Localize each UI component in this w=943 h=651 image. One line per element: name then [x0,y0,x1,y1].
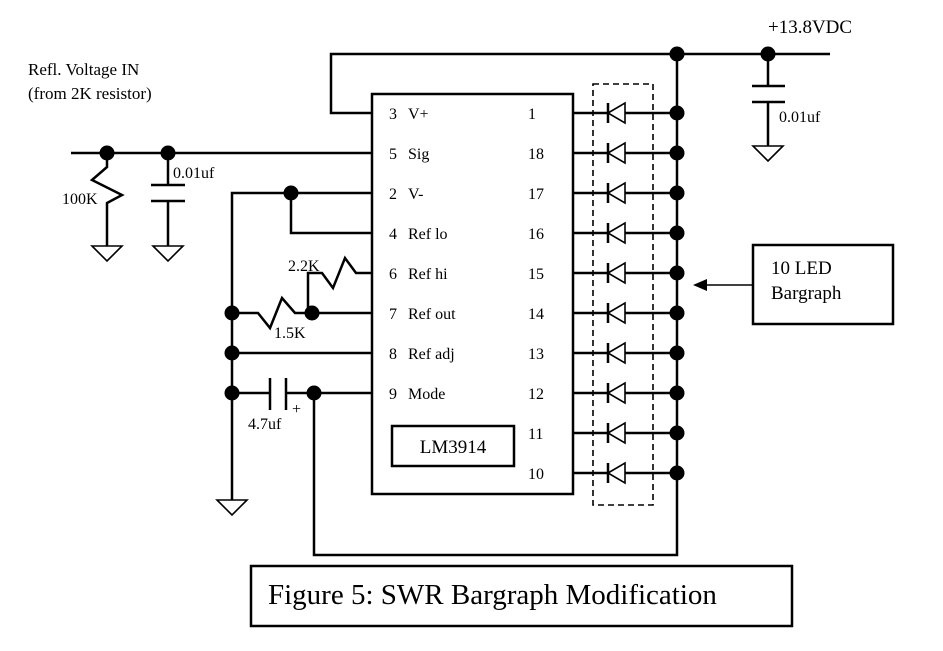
ic-pin-number: 11 [528,426,543,443]
capacitor-mode-label: 4.7uf [248,416,282,433]
ic-pin-number: 2 [389,186,397,203]
ic-pin-number: 17 [528,186,544,203]
resistor-2k2-label: 2.2K [288,258,320,275]
led-diode-icon [608,263,625,283]
led-diode-icon [608,303,625,323]
ic-pin-number: 18 [528,146,544,163]
resistor-1k5 [232,298,372,328]
capacitor-input-label: 0.01uf [173,165,215,182]
junction-dot [670,266,685,281]
ic-pin-name: Mode [408,386,445,403]
ic-pin-number: 15 [528,266,544,283]
ic-pin-name: Ref out [408,306,456,323]
led-array [573,103,685,483]
input-label-line2: (from 2K resistor) [28,84,152,103]
junction-dot [670,466,685,481]
junction-dot [670,386,685,401]
ic-right-pins: 1 18 17 16 15 14 13 12 11 10 [528,106,544,483]
ground-symbol [153,246,183,261]
led-diode-icon [608,343,625,363]
junction-dot [670,426,685,441]
capacitor-polarity: + [292,401,301,418]
junction-dot [670,346,685,361]
ic-pin-number: 8 [389,346,397,363]
junction-dot [305,306,320,321]
bargraph-label-line1: 10 LED [771,258,832,279]
ic-pin-name: Sig [408,146,429,163]
junction-dot [670,306,685,321]
ic-pin-number: 5 [389,146,397,163]
ic-pin-name: Ref hi [408,266,448,283]
resistor-1k5-label: 1.5K [274,325,306,342]
ic-pin-number: 6 [389,266,397,283]
figure-caption: Figure 5: SWR Bargraph Modification [268,579,717,611]
supply-label: +13.8VDC [768,17,852,38]
ic-pin-number: 7 [389,306,397,323]
ic-left-pins: 3 V+ 5 Sig 2 V- 4 Ref lo 6 Ref hi 7 Ref out 8 Ref adj… [389,106,456,403]
led-diode-icon [608,383,625,403]
ic-name: LM3914 [420,437,487,458]
mode-return-wire [314,393,677,555]
ic-pin-number: 16 [528,226,544,243]
ic-pin-number: 4 [389,226,397,243]
led-diode-icon [608,183,625,203]
junction-dot [670,186,685,201]
ic-pin-number: 9 [389,386,397,403]
ground-symbol [217,500,247,515]
junction-dot [225,306,240,321]
ic-pin-name: V- [408,186,423,203]
junction-dot [670,226,685,241]
led-diode-icon [608,103,625,123]
ground-symbol [753,146,783,161]
resistor-100k-label: 100K [62,191,98,208]
ic-pin-number: 13 [528,346,544,363]
ground-rail-wire [232,193,372,500]
ref-lo-wire [291,193,372,233]
led-diode-icon [608,143,625,163]
ic-pin-name: V+ [408,106,429,123]
led-diode-icon [608,463,625,483]
junction-dot [670,106,685,121]
capacitor-supply-label: 0.01uf [779,109,821,126]
bargraph-label-line2: Bargraph [771,283,842,304]
ic-pin-number: 12 [528,386,544,403]
ic-pin-number: 14 [528,306,544,323]
arrow-head-icon [693,279,707,291]
led-diode-icon [608,423,625,443]
junction-dot [670,146,685,161]
ic-pin-number: 1 [528,106,536,123]
supply-rail-wire [331,54,830,113]
ic-pin-name: Ref lo [408,226,448,243]
led-diode-icon [608,223,625,243]
input-label-line1: Refl. Voltage IN [28,60,139,79]
ground-symbol [92,246,122,261]
ic-pin-name: Ref adj [408,346,455,363]
junction-dot [225,346,240,361]
ic-pin-number: 3 [389,106,397,123]
ic-pin-number: 10 [528,466,544,483]
